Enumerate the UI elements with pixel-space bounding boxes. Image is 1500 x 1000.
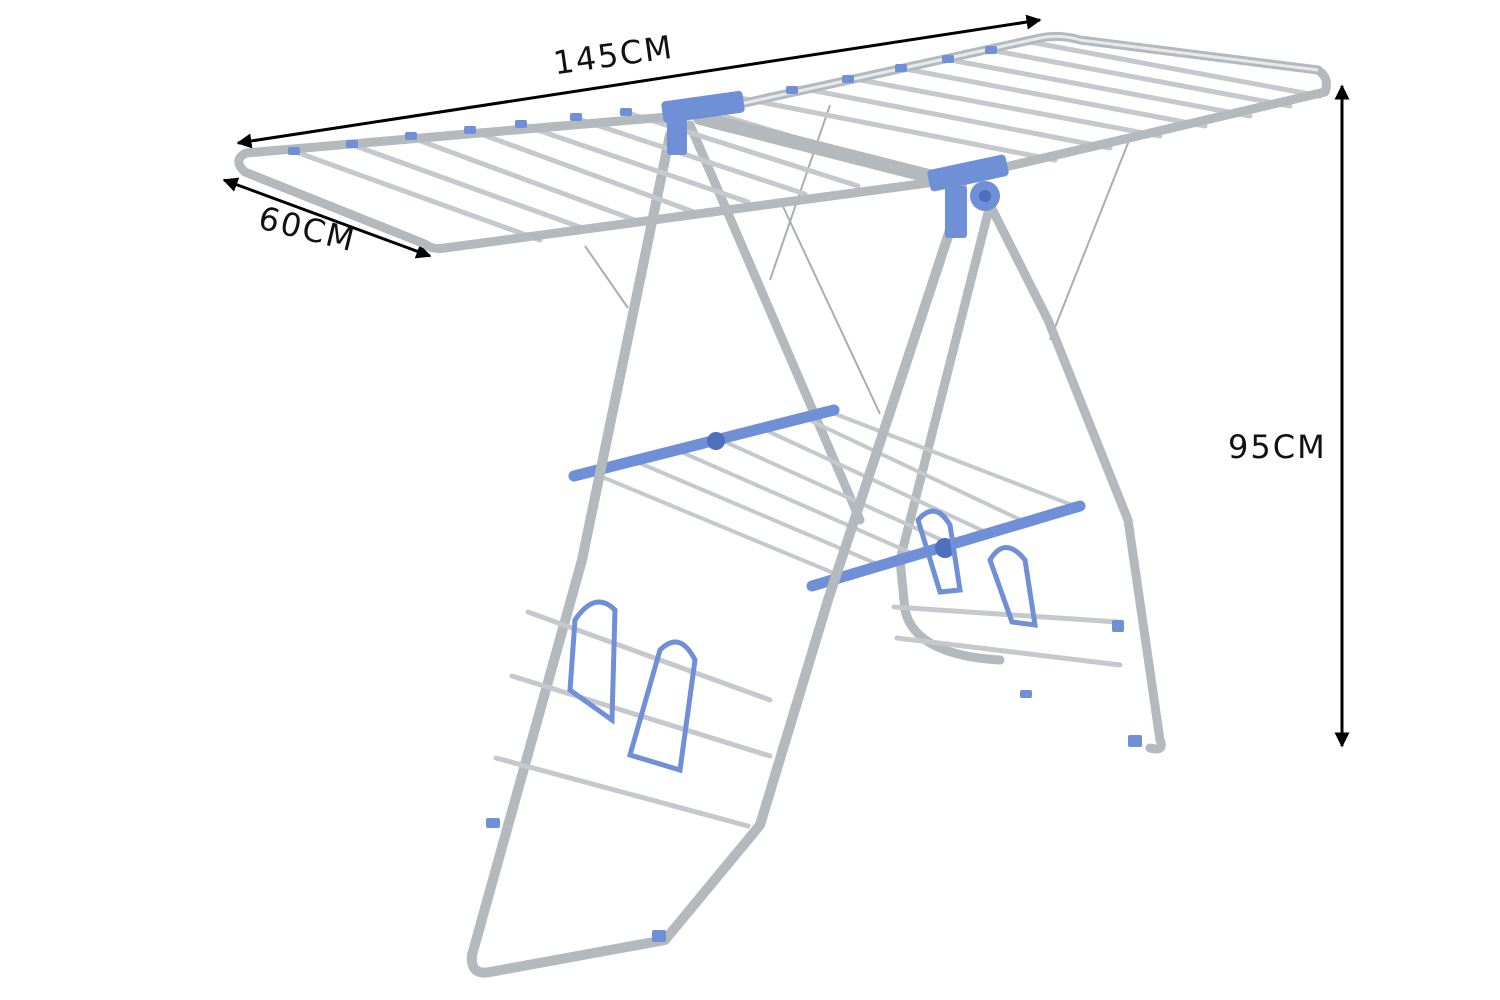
shelf-bar-back	[568, 404, 840, 482]
clip-icon	[915, 508, 963, 595]
height-dimension-label: 95CM	[1228, 428, 1327, 466]
clip-icon	[626, 639, 698, 774]
rear-legs	[685, 120, 1166, 754]
length-arrow	[236, 14, 1042, 149]
front-legs	[466, 130, 960, 978]
foot-caps	[486, 620, 1142, 942]
hinge-front	[927, 154, 1009, 192]
dimension-arrows	[222, 14, 1350, 748]
lower-shelf	[568, 404, 1086, 592]
top-rack	[234, 31, 1331, 253]
width-arrow	[222, 177, 432, 259]
front-wing-rails	[493, 604, 1123, 829]
peg-clips	[567, 508, 1038, 774]
clip-icon	[567, 599, 618, 725]
clip-icon	[987, 545, 1038, 628]
